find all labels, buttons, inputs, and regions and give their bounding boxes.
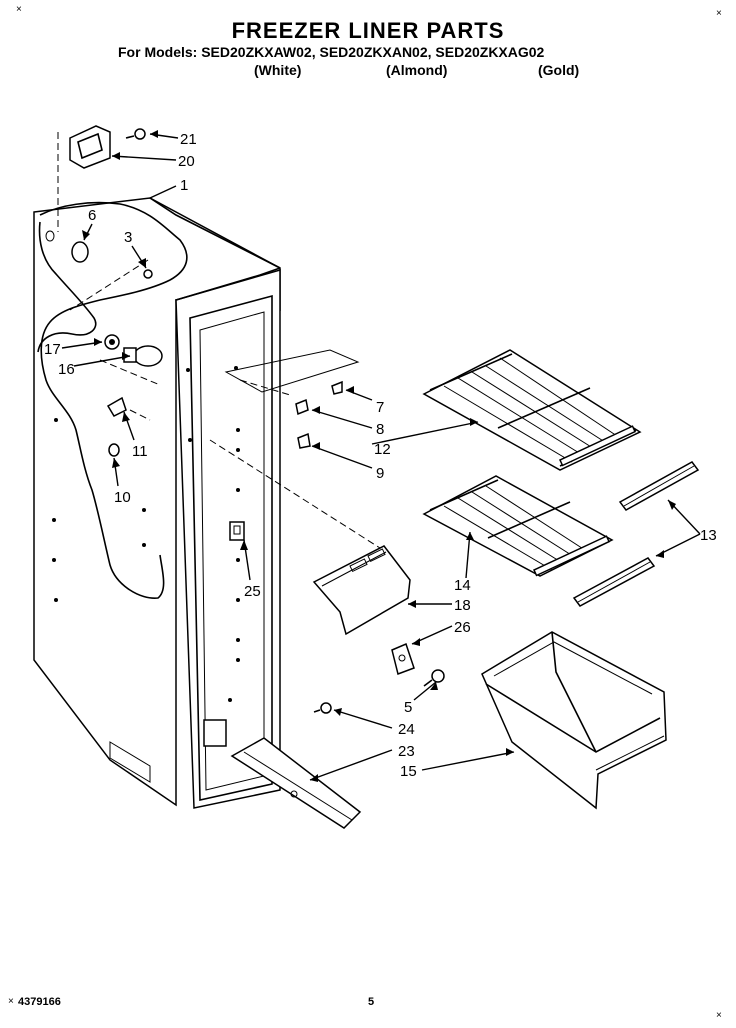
part-21-screw (125, 128, 146, 140)
page-title: FREEZER LINER PARTS (231, 18, 505, 43)
part-7-shelf-support (331, 380, 343, 395)
callout-8: 8 (376, 421, 384, 438)
callout-1: 1 (180, 177, 188, 194)
color-gold-label: (Gold) (538, 62, 580, 78)
callout-6: 6 (88, 207, 96, 224)
callout-3: 3 (124, 229, 132, 246)
part-26-bracket (391, 642, 415, 675)
callout-26: 26 (454, 619, 471, 636)
callout-25: 25 (244, 583, 261, 600)
callout-9: 9 (376, 465, 384, 482)
assembly-lines (57, 132, 381, 549)
part-16-light-bulb (123, 345, 163, 367)
part-5-screw (423, 669, 445, 687)
callout-13: 13 (700, 527, 717, 544)
part-3-screw (143, 269, 153, 279)
callout-21: 21 (180, 131, 197, 148)
page-number: 5 (368, 996, 375, 1008)
part-14-wire-shelf (422, 475, 614, 577)
callout-23: 23 (398, 743, 415, 760)
callout-5: 5 (404, 699, 412, 716)
callout-12: 12 (374, 441, 391, 458)
freezer-liner-cabinet (33, 197, 281, 809)
color-almond-label: (Almond) (386, 62, 448, 78)
part-8-shelf-support (295, 398, 309, 416)
frame-mounting-holes (52, 366, 240, 702)
part-13-shelf-rails (572, 461, 700, 607)
callout-20: 20 (178, 153, 195, 170)
corner-mark-top-left: × (16, 4, 22, 15)
part-18-cover (312, 545, 411, 636)
callout-labels: 21 20 1 6 3 17 16 11 10 25 7 8 12 9 13 1… (44, 131, 717, 780)
corner-mark-top-right: × (716, 8, 722, 19)
part-24-screw (313, 702, 332, 714)
corner-mark-bottom-right: × (716, 1010, 722, 1021)
callout-15: 15 (400, 763, 417, 780)
part-6-plug (45, 230, 89, 263)
part-23-bottom-track (203, 719, 362, 829)
callout-24: 24 (398, 721, 415, 738)
part-15-freezer-basket (481, 631, 667, 810)
leader-arrowheads (82, 130, 676, 782)
part-10-sensor (108, 443, 120, 457)
callout-10: 10 (114, 489, 131, 506)
callout-16: 16 (58, 361, 75, 378)
part-12-wire-shelf (422, 349, 642, 471)
document-number: 4379166 (18, 996, 61, 1008)
part-25-clip (229, 521, 245, 541)
part-liner-panel (224, 349, 360, 393)
part-17-light-socket (104, 334, 120, 350)
corner-mark-bottom-left: × (8, 996, 14, 1007)
color-white-label: (White) (254, 62, 302, 78)
part-20-light-housing (69, 125, 111, 169)
callout-11: 11 (132, 443, 148, 460)
callout-7: 7 (376, 399, 384, 416)
part-11-thermostat-knob (106, 396, 127, 417)
part-9-shelf-support (297, 432, 311, 449)
callout-18: 18 (454, 597, 471, 614)
models-line: For Models: SED20ZKXAW02, SED20ZKXAN02, … (118, 44, 545, 60)
callout-14: 14 (454, 577, 471, 594)
callout-17: 17 (44, 341, 61, 358)
